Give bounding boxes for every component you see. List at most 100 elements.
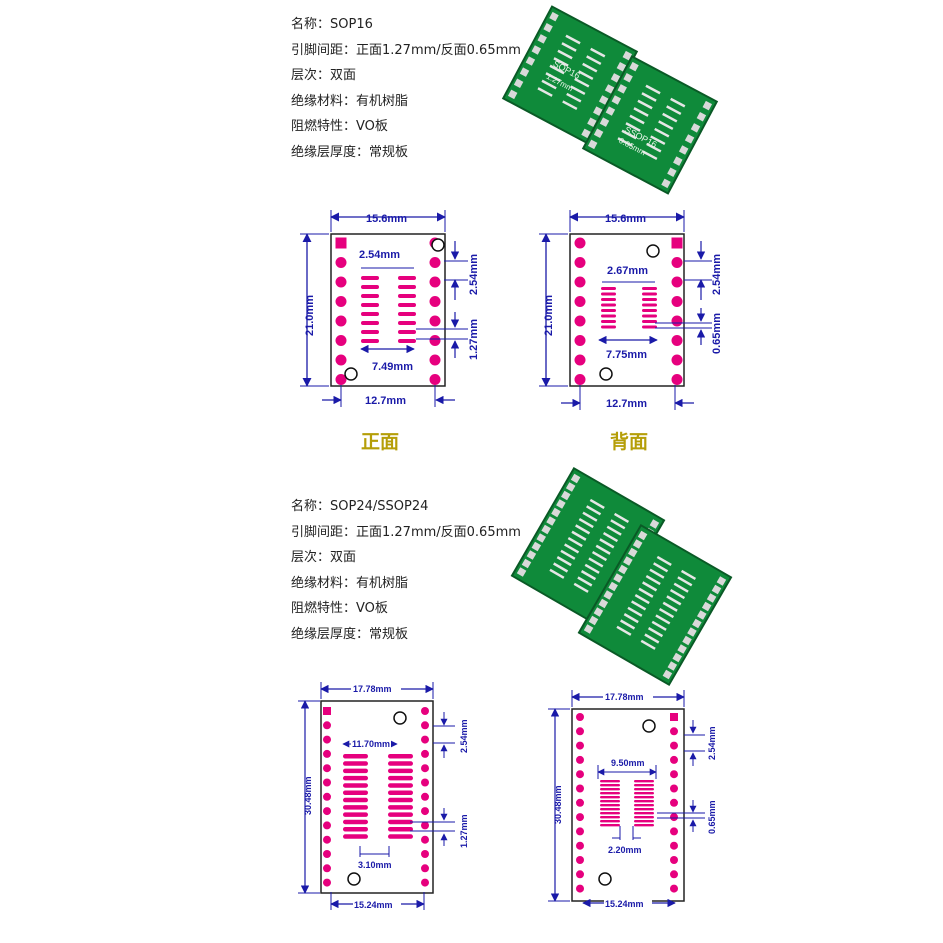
- smd-pad: [388, 783, 413, 788]
- photo-smd-pad: [577, 576, 593, 587]
- photo-smd-pad: [617, 137, 633, 147]
- pin-pad: [335, 276, 347, 288]
- pin-pad: [670, 884, 678, 893]
- photo-pad: [588, 615, 599, 626]
- photo-pad: [711, 584, 722, 595]
- photo-smd-pad: [557, 49, 573, 60]
- photo-pad: [521, 558, 532, 569]
- pin-pad: [576, 841, 584, 850]
- spec-list-1: 名称：SOP16 引脚间距：正面1.27mm/反面0.65mm 层次：双面 绝缘…: [291, 12, 521, 165]
- spec-line: 引脚间距：正面1.27mm/反面0.65mm: [291, 524, 521, 540]
- pin-pad: [671, 276, 683, 288]
- smd-pad: [634, 824, 654, 827]
- spec-line: 阻燃特性：VO板: [291, 119, 388, 134]
- pin-pad: [576, 713, 584, 721]
- photo-smd-pad: [645, 84, 661, 95]
- smd-pad: [600, 816, 620, 819]
- pcb-photo-1: SOP16 1.27mm SSOP16 0.65mm: [501, 5, 719, 195]
- photo-pad: [610, 73, 621, 83]
- photo-smd-pad: [616, 625, 632, 636]
- photo-pad: [593, 607, 604, 617]
- photo-pad: [611, 95, 622, 105]
- smd-pad: [343, 805, 368, 810]
- pin-pad: [574, 335, 586, 346]
- photo-smd-pad: [571, 530, 587, 541]
- pin-pad: [429, 276, 441, 288]
- photo-smd-pad: [582, 511, 598, 522]
- dim-row-pitch: 2.54mm: [468, 254, 480, 295]
- photo-smd-pad: [642, 150, 658, 161]
- photo-pad: [623, 73, 633, 83]
- photo-smd-pad: [629, 114, 645, 125]
- photo-pad: [525, 56, 536, 66]
- photo-smd-pad: [580, 570, 597, 581]
- pin-pad: [323, 792, 331, 801]
- smd-pad: [634, 780, 654, 783]
- board-outline: [569, 233, 685, 387]
- smd-pad: [361, 321, 379, 325]
- spec-line: 绝缘层厚度：常规板: [291, 626, 409, 642]
- photo-smd-pad: [658, 608, 675, 619]
- pin-pad: [574, 374, 586, 385]
- spec-line: 绝缘层厚度：常规板: [291, 144, 409, 160]
- smd-pad: [398, 294, 416, 298]
- photo-smd-pad: [586, 55, 602, 66]
- photo-smd-pad: [591, 551, 608, 562]
- photo-smd-pad: [640, 639, 656, 650]
- photo-pad: [706, 593, 717, 603]
- photo-smd-pad: [606, 525, 622, 536]
- smd-pad: [388, 827, 413, 832]
- pin-pad: [421, 749, 429, 758]
- photo-smd-pad: [586, 505, 602, 516]
- spec-line: 绝缘材料：有机树脂: [291, 93, 409, 109]
- photo-smd-pad: [574, 77, 590, 88]
- dim-width: 17.78mm: [605, 692, 644, 702]
- photo-smd-pad: [566, 92, 582, 103]
- pin-pad: [671, 374, 683, 385]
- photo-pad: [622, 50, 633, 61]
- smd-pad: [600, 796, 620, 799]
- smd-pad: [642, 325, 657, 329]
- photo-pad: [678, 145, 689, 155]
- photo-smd-pad: [613, 512, 630, 524]
- pin-pad: [429, 374, 441, 385]
- smd-pad: [600, 824, 620, 827]
- photo-pad: [543, 23, 553, 33]
- pin-pad: [421, 707, 429, 715]
- pin-pad-square: [670, 713, 678, 721]
- dim-width: 15.6mm: [605, 213, 646, 225]
- photo-pad: [617, 84, 627, 94]
- photo-smd-pad: [549, 64, 565, 75]
- smd-pad: [398, 312, 416, 316]
- photo-smd-pad: [658, 120, 674, 131]
- pin-pad-square: [671, 237, 683, 249]
- photo-smd-pad: [561, 42, 577, 52]
- photo-pad: [537, 34, 547, 44]
- pin-pad: [576, 813, 584, 822]
- smd-pad: [642, 314, 657, 318]
- photo-smd-pad: [662, 112, 678, 123]
- photo-smd-pad: [625, 122, 641, 132]
- smd-pad: [343, 827, 368, 832]
- pin-pad: [670, 813, 678, 822]
- pin-pad: [323, 821, 331, 830]
- pin-pad: [576, 727, 584, 736]
- photo-smd-pad: [556, 556, 572, 567]
- pin-pad: [576, 870, 584, 879]
- smd-pad: [361, 276, 379, 280]
- pin-pad: [671, 315, 683, 327]
- photo-smd-pad: [634, 594, 650, 605]
- dim-width: 17.78mm: [353, 684, 392, 694]
- photo-smd-pad: [650, 135, 666, 146]
- pin-pad: [429, 354, 441, 366]
- photo-smd-pad: [567, 537, 583, 548]
- photo-smd-pad: [637, 99, 653, 110]
- photo-pad: [627, 547, 638, 558]
- photo-pad: [649, 519, 660, 529]
- photo-pad: [516, 567, 527, 577]
- pin-pad: [421, 835, 429, 844]
- pin-pad: [576, 770, 584, 779]
- smd-pad: [634, 796, 654, 799]
- dim-row-pitch: 2.54mm: [459, 719, 469, 753]
- dim-pad-span: 7.75mm: [606, 349, 647, 361]
